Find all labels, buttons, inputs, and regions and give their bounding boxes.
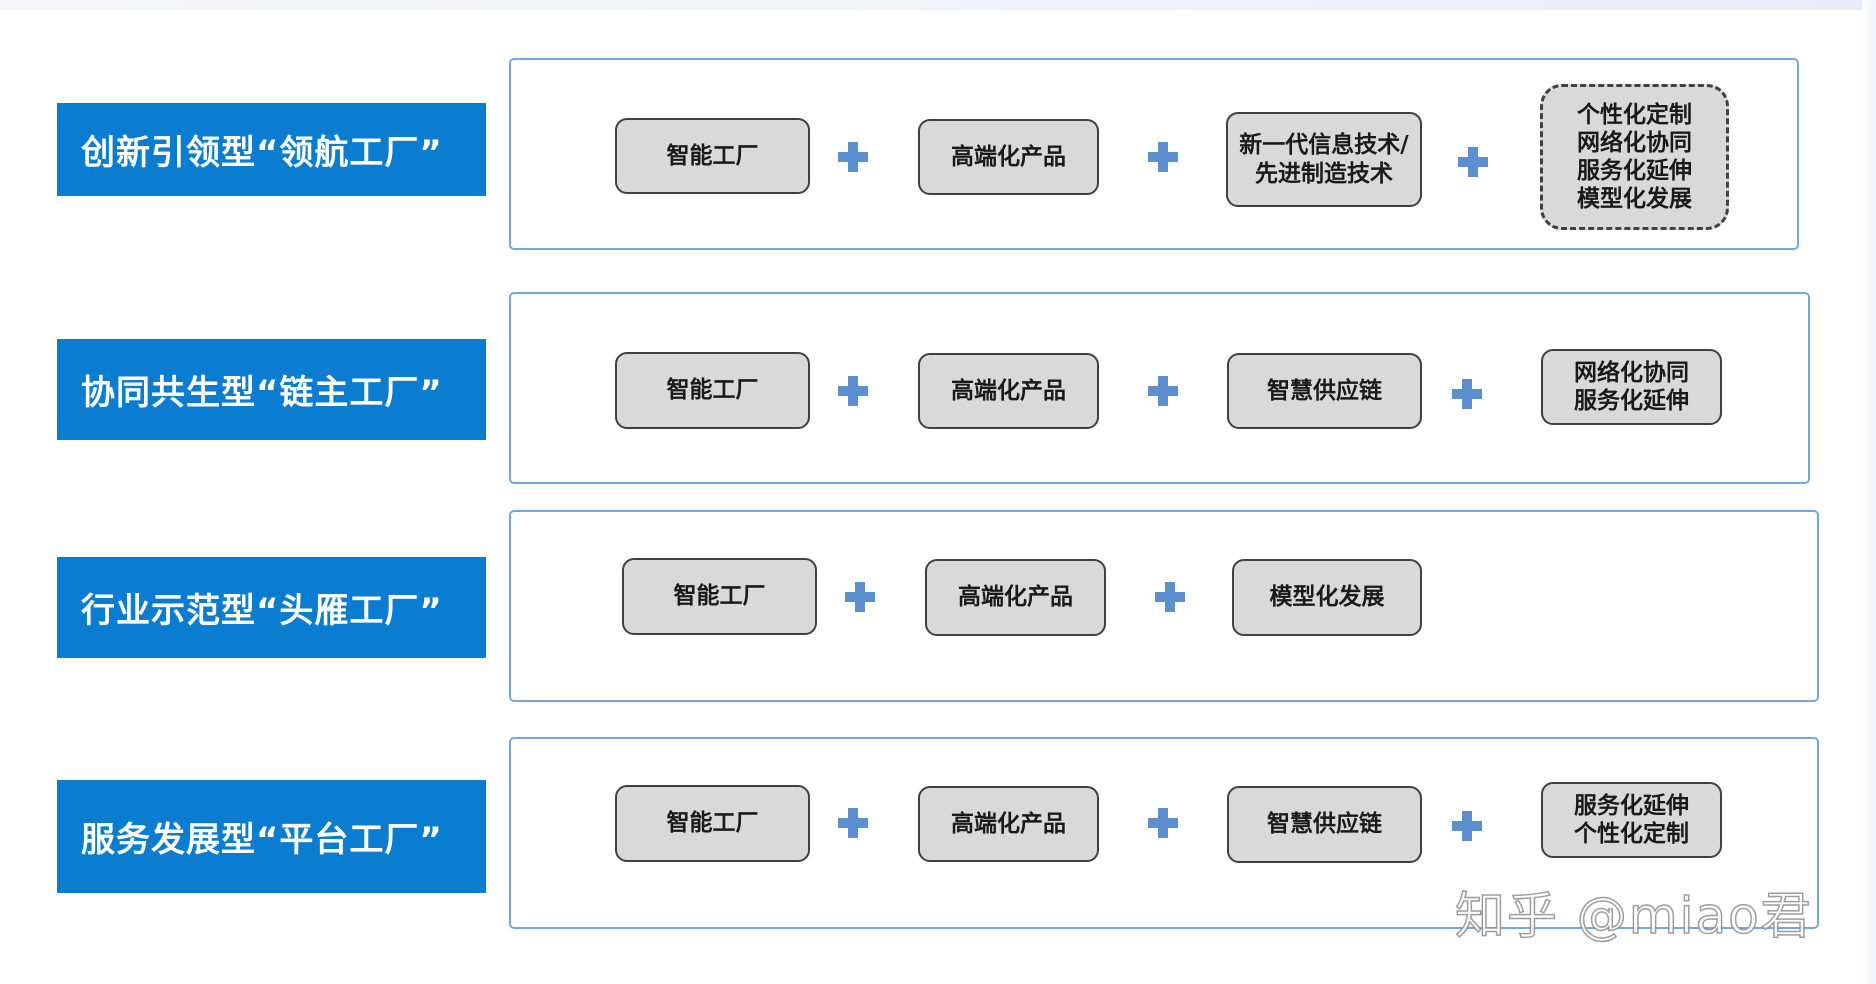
row-panel-lead-goose-factory: 智能工厂 高端化产品 模型化发展 <box>509 510 1819 702</box>
node-network-service-bundle: 网络化协同 服务化延伸 <box>1541 349 1722 425</box>
plus-icon <box>1148 376 1178 406</box>
row-label-chain-master-factory: 协同共生型“链主工厂” <box>57 339 486 440</box>
node-smart-factory: 智能工厂 <box>622 558 817 635</box>
plus-icon <box>838 376 868 406</box>
row-panel-chain-master-factory: 智能工厂 高端化产品 智慧供应链 网络化协同 服务化延伸 <box>509 292 1810 484</box>
row-panel-navigator-factory: 智能工厂 高端化产品 新一代信息技术/ 先进制造技术 个性化定制 网络化协同 服… <box>509 58 1799 250</box>
top-background-band <box>0 0 1876 10</box>
node-smart-supply-chain: 智慧供应链 <box>1227 353 1422 429</box>
node-smart-factory: 智能工厂 <box>615 785 810 862</box>
plus-icon <box>1452 811 1482 841</box>
watermark: 知乎 @miao君 <box>1454 886 1813 946</box>
row-panel-platform-factory: 智能工厂 高端化产品 智慧供应链 服务化延伸 个性化定制 <box>509 737 1819 929</box>
node-smart-factory: 智能工厂 <box>615 352 810 429</box>
node-smart-supply-chain: 智慧供应链 <box>1227 786 1422 863</box>
node-smart-factory: 智能工厂 <box>615 118 810 194</box>
plus-icon <box>845 582 875 612</box>
right-background-band <box>1862 0 1876 984</box>
plus-icon <box>1148 808 1178 838</box>
plus-icon <box>838 808 868 838</box>
node-model-development: 模型化发展 <box>1232 559 1422 636</box>
node-customization-bundle: 个性化定制 网络化协同 服务化延伸 模型化发展 <box>1540 84 1729 230</box>
node-high-end-products: 高端化产品 <box>925 559 1106 636</box>
node-high-end-products: 高端化产品 <box>918 353 1099 429</box>
plus-icon <box>1458 147 1488 177</box>
node-high-end-products: 高端化产品 <box>918 119 1099 195</box>
plus-icon <box>838 142 868 172</box>
row-label-platform-factory: 服务发展型“平台工厂” <box>57 780 486 893</box>
plus-icon <box>1452 379 1482 409</box>
node-high-end-products: 高端化产品 <box>918 786 1099 862</box>
plus-icon <box>1148 142 1178 172</box>
node-service-customization-bundle: 服务化延伸 个性化定制 <box>1541 782 1722 858</box>
row-label-navigator-factory: 创新引领型“领航工厂” <box>57 103 486 196</box>
node-new-info-tech: 新一代信息技术/ 先进制造技术 <box>1226 112 1422 207</box>
plus-icon <box>1155 582 1185 612</box>
row-label-lead-goose-factory: 行业示范型“头雁工厂” <box>57 557 486 658</box>
